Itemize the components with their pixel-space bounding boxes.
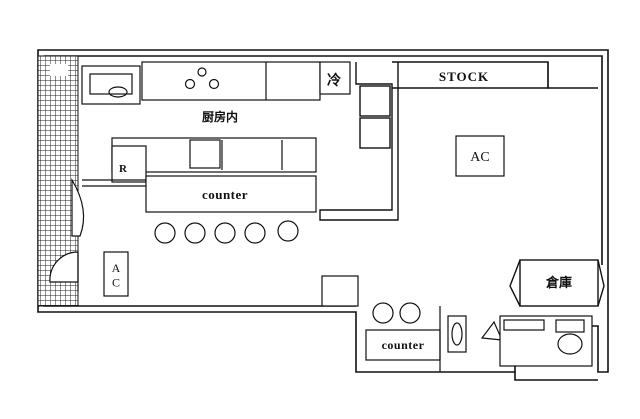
label-counter-small: counter xyxy=(382,338,425,352)
bar-stool xyxy=(154,222,176,244)
label-storage: 倉庫 xyxy=(545,275,572,290)
interior-partitions xyxy=(319,61,598,221)
label-cold: 冷 xyxy=(327,72,341,89)
bar-stool xyxy=(277,220,299,242)
label-refrigerator: R xyxy=(119,163,128,175)
toilet-icon xyxy=(557,333,583,355)
toilet-tank-icon xyxy=(555,319,585,333)
kitchen-back-counter xyxy=(81,61,351,105)
label-ac-main: AC xyxy=(470,150,489,165)
restroom xyxy=(447,315,593,367)
bar-stool xyxy=(244,222,266,244)
stove-burner-icon xyxy=(184,78,196,90)
wash-basin-icon xyxy=(447,315,467,353)
terrace-inner-gap xyxy=(50,64,68,76)
bar-stools xyxy=(154,220,299,244)
stove-burner-icon xyxy=(208,78,220,90)
bar-stool xyxy=(214,222,236,244)
sink-icon xyxy=(108,86,128,98)
restroom-door-icon xyxy=(480,320,503,341)
small-counter-group xyxy=(365,302,441,372)
ac-unit-side xyxy=(103,251,129,297)
label-kitchen: 厨房内 xyxy=(202,109,238,124)
label-counter-bar: counter xyxy=(202,187,248,202)
bar-counter-group xyxy=(82,175,317,213)
label-stock: STOCK xyxy=(439,69,489,84)
ac-unit-main xyxy=(455,135,505,177)
bar-stool xyxy=(184,222,206,244)
stove-burner-icon xyxy=(197,67,207,77)
storage-room xyxy=(509,259,605,307)
kitchen-island xyxy=(111,137,317,183)
pillar xyxy=(321,275,359,307)
counter-stool xyxy=(399,302,421,324)
counter-stool xyxy=(372,302,394,324)
terrace-door xyxy=(49,177,85,292)
